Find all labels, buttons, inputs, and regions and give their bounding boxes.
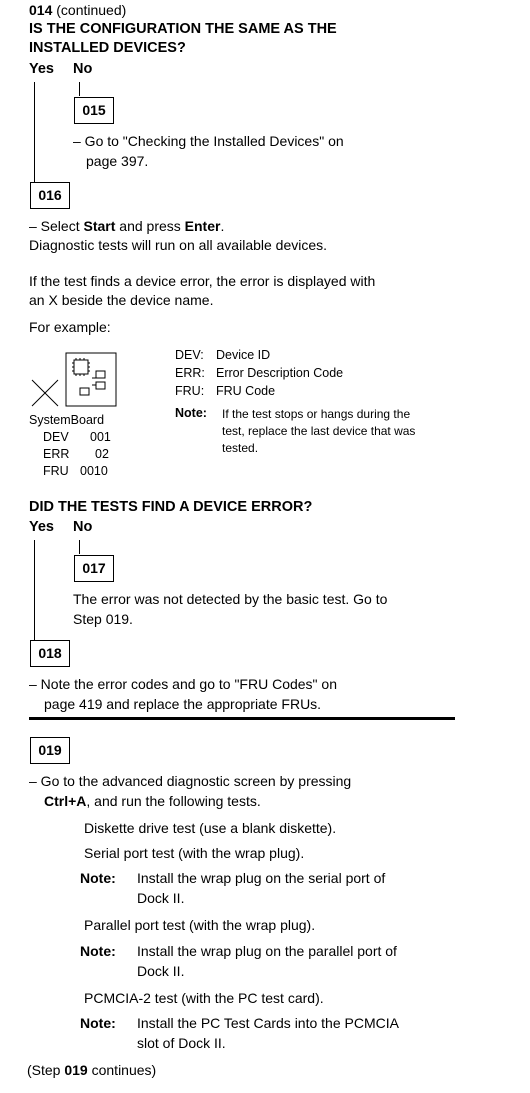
question1-line1: IS THE CONFIGURATION THE SAME AS THE [29,21,337,37]
footer-step: 019 [64,1062,88,1078]
step-continues-footer: (Step 019 continues) [27,1063,156,1077]
continued-header: 014 (continued) [29,3,126,17]
system-board-icon [65,352,117,407]
note-pcmcia-line1: Install the PC Test Cards into the PCMCI… [137,1015,399,1031]
note-parallel-label: Note: [80,943,116,959]
example-dev-label: DEV [43,430,69,444]
example-fru-label: FRU [43,464,69,478]
example-device: SystemBoard [29,413,105,427]
enter-key: Enter [184,218,221,234]
step-016-line2: Diagnostic tests will run on all availab… [29,237,328,253]
step-016-line3: If the test finds a device error, the er… [29,273,376,289]
footer-post: continues) [87,1062,157,1078]
legend-dev-val: Device ID [216,348,271,362]
step-015-line1: – Go to "Checking the Installed Devices"… [73,133,344,149]
step-018-line2: page 419 and replace the appropriate FRU… [44,696,322,712]
no-branch-line [79,82,80,96]
example-err-label: ERR [43,447,70,461]
legend-err-val: Error Description Code [216,366,344,380]
component-icon [79,387,90,396]
step-018-line1: – Note the error codes and go to "FRU Co… [29,676,337,692]
legend-fru-key: FRU: [175,384,205,398]
step-017-box: 017 [74,555,114,582]
step-019-line2: Ctrl+A, and run the following tests. [44,794,261,808]
note-pcmcia-line2: slot of Dock II. [137,1035,226,1051]
step-019-box: 019 [30,737,70,764]
legend-dev-key: DEV: [175,348,204,362]
footer-pre: (Step [27,1062,65,1078]
test-diskette: Diskette drive test (use a blank diskett… [84,820,337,836]
ctrl-a-key: Ctrl+A [44,793,87,809]
device-error-illustration [31,352,117,407]
step-015-box: 015 [74,97,114,124]
component-icon [95,370,106,379]
q2-no: No [73,519,93,535]
example-fru-value: 0010 [80,464,108,478]
legend-note-line1: If the test stops or hangs during the [222,407,411,421]
select-end: . [220,218,225,234]
test-pcmcia: PCMCIA-2 test (with the PC test card). [84,990,324,1006]
example-dev-value: 001 [90,430,111,444]
component-icon [95,381,106,390]
test-serial: Serial port test (with the wrap plug). [84,845,305,861]
legend-fru-val: FRU Code [216,384,276,398]
test-parallel: Parallel port test (with the wrap plug). [84,917,316,933]
note-parallel-line2: Dock II. [137,963,185,979]
section-divider [29,717,455,720]
step-019-line2-rest: , and run the following tests. [86,793,261,809]
step-016-box: 016 [30,182,70,209]
select-pre: – Select [29,218,84,234]
step-017-line2: Step 019. [73,611,133,627]
select-mid: and press [115,218,185,234]
step-016-select: – Select Start and press Enter. [29,219,224,233]
step-015-line2: page 397. [86,153,149,169]
chip-icon [73,359,89,375]
note-serial-label: Note: [80,870,116,886]
step-019-line1: – Go to the advanced diagnostic screen b… [29,773,352,789]
note-serial-line2: Dock II. [137,890,185,906]
example-label: For example: [29,319,111,335]
question2: DID THE TESTS FIND A DEVICE ERROR? [29,499,313,515]
step-018-box: 018 [30,640,70,667]
legend-err-key: ERR: [175,366,205,380]
step-number: 014 [29,2,53,18]
no-branch-line [79,540,80,554]
question1-line2: INSTALLED DEVICES? [29,40,186,56]
note-pcmcia-label: Note: [80,1015,116,1031]
example-err-value: 02 [95,447,109,461]
yes-branch-line [34,82,35,182]
step-016-line4: an X beside the device name. [29,292,214,308]
note-serial-line1: Install the wrap plug on the serial port… [137,870,386,886]
legend-note-line2: test, replace the last device that was [222,424,416,438]
q1-no: No [73,61,93,77]
legend-note-line3: tested. [222,441,259,455]
q2-yes: Yes [29,519,54,535]
start-key: Start [83,218,116,234]
yes-branch-line [34,540,35,640]
q1-yes: Yes [29,61,54,77]
continued-label: (continued) [52,2,127,18]
legend-note-label: Note: [175,406,207,420]
note-parallel-line1: Install the wrap plug on the parallel po… [137,943,397,959]
x-mark-line2 [31,379,59,407]
step-017-line1: The error was not detected by the basic … [73,591,388,607]
